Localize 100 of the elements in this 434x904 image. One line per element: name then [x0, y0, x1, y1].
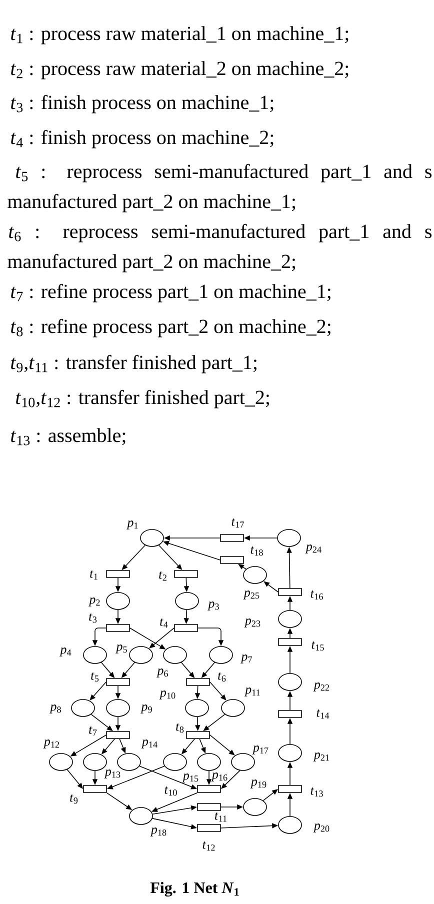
- transition-bar: [106, 731, 130, 739]
- transition-bar: [197, 785, 221, 793]
- transition-label: t$_{15}$: [312, 641, 324, 651]
- arrow: [149, 628, 174, 648]
- transition-label: t$_{6}$: [218, 672, 226, 682]
- transition-bar: [278, 638, 302, 646]
- transition-bar: [220, 534, 244, 542]
- place-ellipse: [278, 673, 302, 691]
- place-label: p$_{14}$: [141, 740, 158, 748]
- place-label: p$_{1}$: [126, 520, 138, 530]
- transition-label: t$_{16}$: [310, 590, 323, 600]
- place-label: p$_{11}$: [244, 688, 260, 696]
- transition-bar: [174, 570, 198, 578]
- place-ellipse: [231, 753, 255, 771]
- description-text: t$_{9}$,t$_{11}$ : transfer finished part_1;: [11, 354, 256, 374]
- place-label: p$_{9}$: [140, 704, 152, 714]
- place-ellipse: [129, 807, 153, 825]
- place-ellipse: [106, 592, 130, 610]
- transition-bar: [197, 824, 221, 832]
- place-ellipse: [71, 699, 95, 717]
- place-ellipse: [83, 753, 107, 771]
- transition-bar: [278, 588, 302, 596]
- place-ellipse: [243, 566, 267, 584]
- place-label: p$_{13}$: [104, 770, 120, 778]
- transition-bar: [106, 624, 130, 632]
- place-label: p$_{21}$: [313, 752, 329, 762]
- place-ellipse: [197, 753, 221, 771]
- place-ellipse: [175, 592, 199, 610]
- place-label: p$_{6}$: [156, 668, 168, 678]
- arrow: [264, 581, 278, 592]
- place-label: p$_{17}$: [252, 746, 268, 754]
- transition-label: t$_{17}$: [232, 518, 244, 528]
- place-ellipse: [163, 753, 187, 771]
- place-ellipse: [117, 753, 141, 771]
- place-ellipse: [221, 699, 245, 717]
- place-label: p$_{25}$: [243, 590, 260, 600]
- figure-caption: Fig. 1 Net N$_{1}$: [150, 882, 239, 897]
- transition-label: t$_{5}$: [91, 672, 99, 682]
- description-text: t$_{5}$ : reprocess semi-manufactured part_1 and s manufactured part_2 on machine_1;: [8, 164, 432, 212]
- transition-label: t$_{2}$: [159, 571, 166, 581]
- place-label: p$_{18}$: [150, 828, 166, 836]
- transition-label: t$_{11}$: [215, 812, 227, 822]
- place-label: p$_{20}$: [313, 824, 330, 832]
- place-ellipse: [209, 646, 233, 664]
- transition-bar: [83, 785, 107, 793]
- place-label: p$_{24}$: [305, 544, 322, 554]
- place-ellipse: [140, 529, 164, 547]
- place-ellipse: [278, 816, 302, 834]
- transition-bar: [278, 710, 302, 718]
- place-label: p$_{7}$: [240, 654, 252, 664]
- place-label: p$_{3}$: [207, 602, 219, 610]
- place-label: p$_{10}$: [159, 690, 176, 700]
- place-label: p$_{16}$: [211, 772, 228, 782]
- transition-label: t$_{8}$: [176, 723, 184, 733]
- transition-label: t$_{14}$: [316, 709, 330, 719]
- description-text: t$_{4}$ : finish process on machine_2;: [11, 130, 274, 148]
- place-label: p$_{19}$: [250, 780, 266, 788]
- place-label: p$_{5}$: [115, 644, 127, 654]
- transition-label: t$_{3}$: [89, 613, 97, 623]
- place-ellipse: [83, 646, 107, 664]
- transition-bar: [186, 731, 210, 739]
- place-ellipse: [185, 699, 209, 717]
- description-text: t$_{6}$ : reprocess semi-manufactured part_1 and s manufactured part_2 on machine_2;: [8, 224, 432, 272]
- transition-label: t$_{9}$: [70, 794, 78, 804]
- transition-label: t$_{12}$: [202, 841, 215, 851]
- place-ellipse: [129, 646, 153, 664]
- transition-label: t$_{13}$: [310, 787, 323, 797]
- description-text: t$_{8}$ : refine process part_2 on machine_2;: [11, 318, 330, 338]
- place-ellipse: [278, 610, 302, 628]
- transition-label: t$_{4}$: [160, 618, 168, 628]
- transition-label: t$_{7}$: [89, 726, 97, 736]
- place-label: p$_{15}$: [182, 774, 198, 782]
- transition-bar: [106, 570, 130, 578]
- place-label: p$_{2}$: [88, 598, 100, 606]
- transition-label: t$_{10}$: [164, 786, 177, 796]
- description-text: t$_{1}$ : process raw material_1 on machine_1;: [11, 26, 348, 44]
- place-label: p$_{4}$: [59, 648, 72, 656]
- place-label: p$_{12}$: [43, 740, 60, 748]
- description-text: t$_{2}$ : process raw material_2 on machine_2;: [11, 61, 348, 80]
- transition-bar: [106, 678, 130, 686]
- transition-label: t$_{1}$: [90, 570, 98, 580]
- transition-bar: [197, 803, 221, 811]
- place-ellipse: [278, 744, 302, 762]
- place-label: p$_{8}$: [49, 704, 61, 714]
- transition-bar: [220, 556, 244, 564]
- place-label: p$_{23}$: [244, 618, 260, 628]
- arrow: [210, 734, 235, 756]
- transition-bar: [186, 678, 210, 686]
- place-ellipse: [49, 753, 73, 771]
- place-ellipse: [277, 529, 301, 547]
- description-text: t$_{10}$,t$_{12}$ : transfer finished part_2;: [16, 390, 269, 408]
- transition-bar: [174, 624, 198, 632]
- transition-bar: [278, 785, 302, 793]
- description-text: t$_{3}$ : finish process on machine_1;: [11, 94, 274, 114]
- description-text: t$_{7}$ : refine process part_1 on machine_1;: [11, 284, 330, 302]
- place-ellipse: [106, 699, 130, 717]
- place-ellipse: [163, 646, 187, 664]
- transition-label: t$_{18}$: [250, 546, 263, 556]
- place-label: p$_{22}$: [313, 682, 330, 692]
- description-text: t$_{13}$ : assemble;: [11, 428, 126, 446]
